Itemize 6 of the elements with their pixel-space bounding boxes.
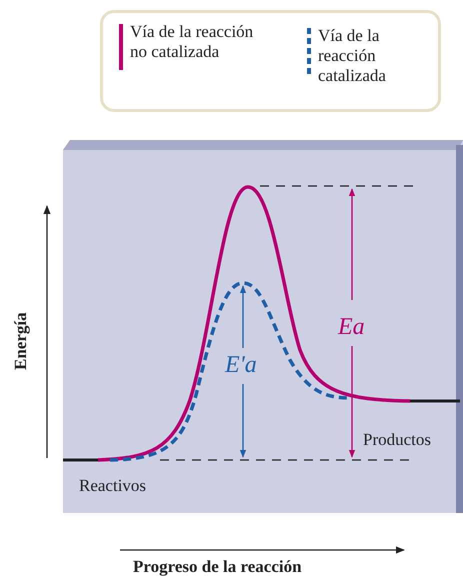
x-axis-label: Progreso de la reacción (133, 558, 302, 577)
reactants-label: Reactivos (79, 477, 146, 496)
legend-text: Vía de la reacción no catalizada (130, 22, 254, 62)
legend-text: Vía de la reacción catalizada (318, 26, 387, 86)
y-axis-label: Energía (12, 312, 31, 370)
products-label: Productos (363, 431, 431, 450)
